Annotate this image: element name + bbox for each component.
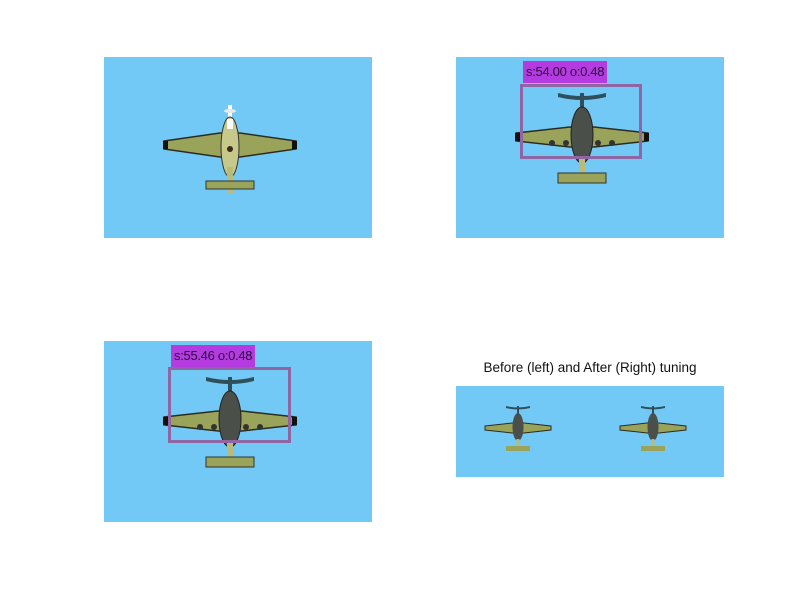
airplane-before (484, 406, 552, 451)
bounding-box (520, 84, 642, 159)
image-panel-comparison (456, 386, 724, 477)
airplane-image (515, 93, 649, 184)
comparison-image (484, 406, 687, 451)
airplane-image (163, 377, 297, 468)
image-panel-original (104, 57, 372, 238)
airplane-after (619, 406, 687, 451)
bounding-box (168, 367, 291, 443)
airplane-image (163, 105, 297, 193)
detection-label: s:54.00 o:0.48 (523, 61, 608, 83)
comparison-caption: Before (left) and After (Right) tuning (483, 360, 697, 375)
image-panel-detection-2: s:55.46 o:0.48 (104, 341, 372, 522)
image-panel-detection-1: s:54.00 o:0.48 (456, 57, 724, 238)
detection-label: s:55.46 o:0.48 (171, 345, 256, 367)
